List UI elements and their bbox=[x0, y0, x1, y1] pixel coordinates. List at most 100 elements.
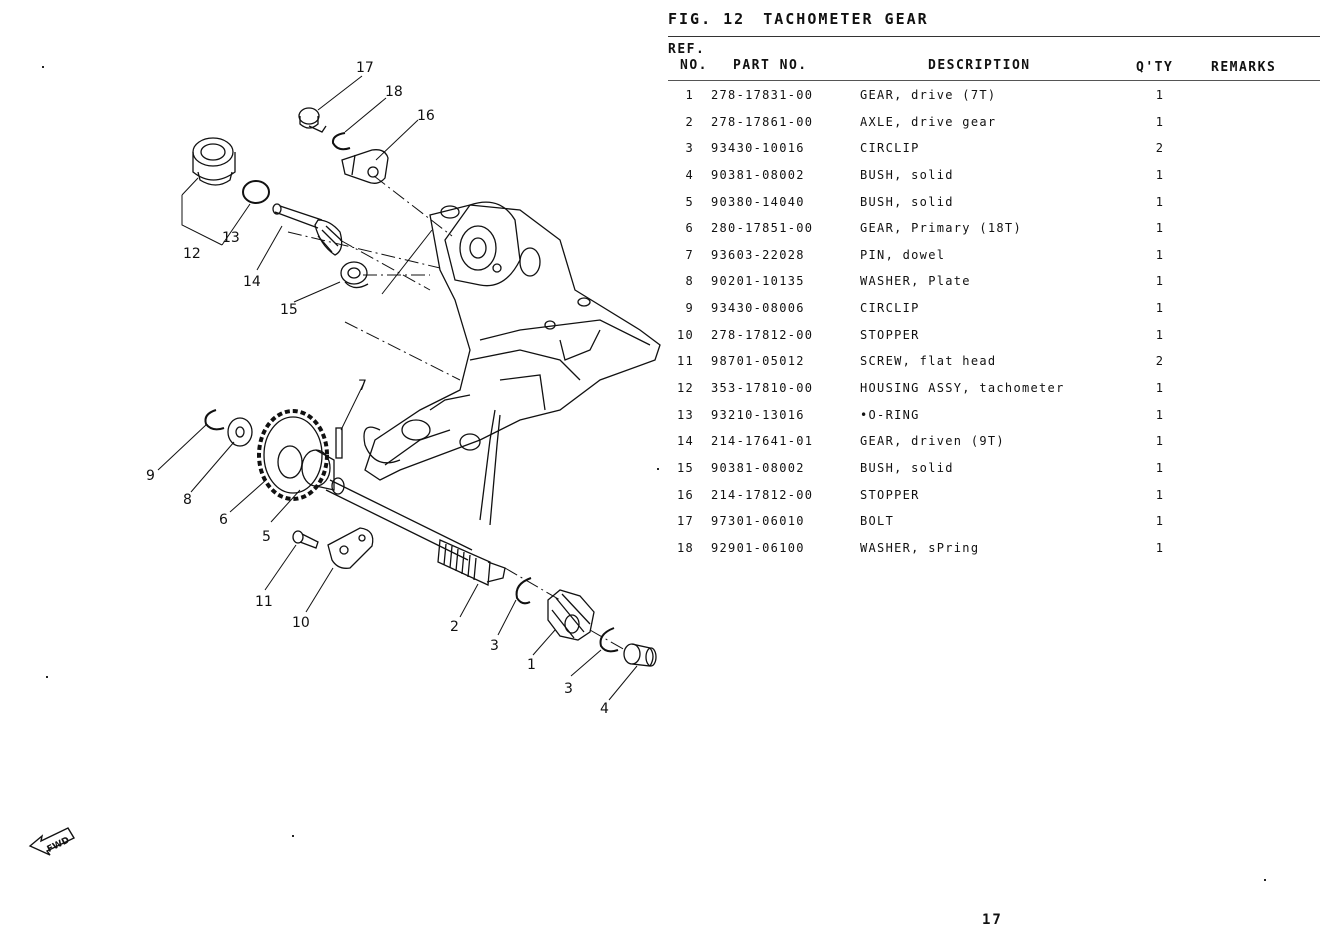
part-no: 93603-22028 bbox=[711, 247, 805, 262]
part-no: 278-17831-00 bbox=[711, 88, 814, 102]
figure-name: TACHOMETER GEAR bbox=[763, 10, 929, 28]
callout-11: 11 bbox=[255, 594, 273, 610]
quantity: 1 bbox=[1155, 194, 1165, 209]
ref-no: 7 bbox=[685, 247, 694, 262]
callout-18: 18 bbox=[385, 84, 403, 100]
fwd-arrow-icon: FWD bbox=[28, 808, 78, 858]
ref-no: 1 bbox=[685, 88, 694, 102]
part-no: 90201-10135 bbox=[711, 274, 805, 289]
part-5-bush bbox=[301, 449, 335, 491]
quantity: 2 bbox=[1155, 354, 1165, 369]
ref-no: 4 bbox=[685, 167, 694, 182]
description: GEAR, Primary (18T) bbox=[860, 221, 1022, 236]
ref-no: 18 bbox=[676, 540, 694, 555]
description: STOPPER bbox=[860, 327, 920, 342]
description: PIN, dowel bbox=[860, 247, 946, 262]
part-12-housing bbox=[192, 137, 236, 186]
part-no: 98701-05012 bbox=[711, 354, 805, 369]
part-no: 90380-14040 bbox=[711, 194, 805, 209]
part-15-bush bbox=[340, 261, 369, 289]
quantity: 1 bbox=[1155, 114, 1165, 129]
ref-no: 11 bbox=[676, 354, 694, 369]
description: AXLE, drive gear bbox=[860, 114, 997, 129]
part-3-circlip-a bbox=[515, 577, 532, 605]
ref-no: 6 bbox=[685, 221, 694, 236]
description: BUSH, solid bbox=[860, 167, 954, 182]
description: GEAR, driven (9T) bbox=[860, 434, 1005, 449]
ref-no: 16 bbox=[676, 487, 694, 502]
description: HOUSING ASSY, tachometer bbox=[860, 381, 1065, 396]
speck bbox=[657, 468, 659, 470]
part-no: 97301-06010 bbox=[711, 514, 805, 529]
callout-3-a: 3 bbox=[490, 638, 499, 654]
callout-5: 5 bbox=[262, 529, 271, 545]
table-row: 4 90381-08002 BUSH, solid 1 bbox=[668, 166, 1318, 193]
ref-no: 10 bbox=[676, 327, 694, 342]
header-description: DESCRIPTION bbox=[928, 58, 1031, 73]
callout-16: 16 bbox=[417, 108, 435, 124]
header-no: NO. bbox=[680, 58, 708, 73]
part-6-primary-gear bbox=[257, 409, 329, 501]
crankcase-body bbox=[363, 201, 661, 526]
description: GEAR, drive (7T) bbox=[860, 88, 997, 102]
callout-6: 6 bbox=[219, 512, 228, 528]
part-no: 93210-13016 bbox=[711, 407, 805, 422]
callout-17: 17 bbox=[356, 60, 374, 76]
ref-no: 14 bbox=[676, 434, 694, 449]
description: BUSH, solid bbox=[860, 194, 954, 209]
part-no: 353-17810-00 bbox=[711, 381, 814, 396]
ref-no: 15 bbox=[676, 460, 694, 475]
part-7-dowel-pin bbox=[335, 427, 343, 459]
callout-7: 7 bbox=[358, 378, 367, 394]
part-14-driven-gear bbox=[272, 203, 343, 256]
description: BUSH, solid bbox=[860, 460, 954, 475]
speck bbox=[46, 676, 48, 678]
quantity: 1 bbox=[1155, 247, 1165, 262]
callout-2: 2 bbox=[450, 619, 459, 635]
header-remarks: REMARKS bbox=[1211, 60, 1277, 75]
ref-no: 3 bbox=[685, 141, 694, 156]
part-1-drive-gear bbox=[547, 589, 595, 641]
part-13-oring bbox=[242, 180, 270, 204]
callout-1: 1 bbox=[527, 657, 536, 673]
diagram-canvas: 17 18 16 12 13 14 15 7 9 8 6 5 11 10 2 3… bbox=[146, 60, 661, 717]
quantity: 1 bbox=[1155, 301, 1165, 316]
header-qty: Q'TY bbox=[1136, 60, 1174, 75]
part-no: 214-17812-00 bbox=[711, 487, 814, 502]
table-row: 17 97301-06010 BOLT 1 bbox=[668, 512, 1318, 539]
description: BOLT bbox=[860, 514, 895, 529]
callout-14: 14 bbox=[243, 274, 261, 290]
quantity: 1 bbox=[1155, 274, 1165, 289]
quantity: 1 bbox=[1155, 514, 1165, 529]
callout-12: 12 bbox=[183, 246, 201, 262]
speck bbox=[42, 66, 44, 68]
quantity: 1 bbox=[1155, 540, 1165, 555]
table-row: 7 93603-22028 PIN, dowel 1 bbox=[668, 246, 1318, 273]
quantity: 1 bbox=[1155, 487, 1165, 502]
callout-3-b: 3 bbox=[564, 681, 573, 697]
quantity: 1 bbox=[1155, 407, 1165, 422]
quantity: 1 bbox=[1155, 88, 1165, 102]
quantity: 1 bbox=[1155, 434, 1165, 449]
ref-no: 5 bbox=[685, 194, 694, 209]
part-16-stopper bbox=[341, 149, 389, 184]
part-no: 90381-08002 bbox=[711, 460, 805, 475]
ref-no: 17 bbox=[676, 514, 694, 529]
quantity: 1 bbox=[1155, 167, 1165, 182]
ref-no: 13 bbox=[676, 407, 694, 422]
description: CIRCLIP bbox=[860, 301, 920, 316]
part-8-washer bbox=[227, 417, 253, 447]
callout-10: 10 bbox=[292, 615, 310, 631]
part-no: 90381-08002 bbox=[711, 167, 805, 182]
description: WASHER, sPring bbox=[860, 540, 980, 555]
